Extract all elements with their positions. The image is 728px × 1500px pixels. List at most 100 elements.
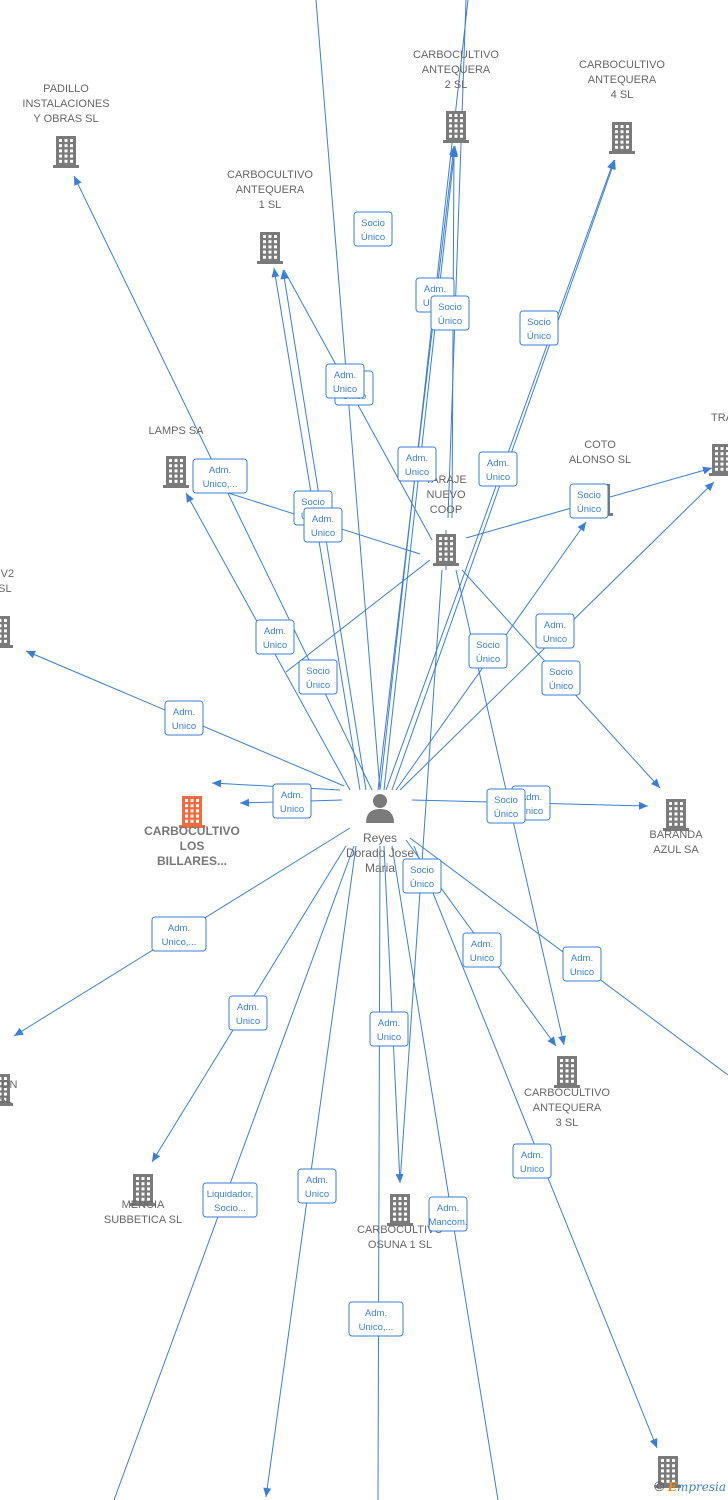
relation-edge — [113, 845, 355, 1500]
relation-label-text: Socio — [527, 317, 551, 328]
relation-label[interactable]: Adm.Unico — [272, 783, 312, 819]
relation-label[interactable]: Adm. Unico,... — [348, 1301, 404, 1337]
relation-label[interactable]: Liquidador,Socio... — [202, 1182, 258, 1218]
company-node[interactable]: CARBOCULTIVOLOSBILLARES... — [144, 796, 240, 868]
company-name-line: CARBOCULTIVO — [144, 824, 240, 838]
person-name-line: Reyes — [363, 831, 397, 845]
company-node[interactable] — [655, 1456, 681, 1488]
person-name-line: Dorado Jose — [346, 846, 414, 860]
nodes: PADILLO INSTALACIONES Y OBRAS SL CARBOCULTI… — [0, 49, 728, 1488]
company-name-line: LOS — [180, 839, 205, 853]
company-node[interactable]: SPV2A SL — [0, 568, 14, 648]
company-name-line: AZUL SA — [653, 844, 699, 856]
company-name-line: COOP — [430, 504, 462, 516]
relation-label-text: Adm. — [365, 1308, 387, 1319]
company-name-line: INSTALACIONES — [22, 98, 109, 110]
relation-label-text: Único — [438, 316, 462, 327]
relation-label-text: Único — [577, 504, 601, 515]
arrowhead-icon — [649, 1438, 658, 1448]
relation-label-text: Adm. — [237, 1002, 259, 1013]
relation-label[interactable]: Adm.Unico — [325, 363, 365, 399]
footer-brand[interactable]: © Empresia — [654, 1478, 726, 1494]
relation-label-text: Único — [306, 680, 330, 691]
relation-label[interactable]: Adm. Mancom. — [428, 1196, 468, 1232]
company-name-line: ALONSO SL — [569, 454, 631, 466]
company-node[interactable]: BARANDA AZUL SA — [649, 799, 703, 856]
company-name-line: PADILLO — [43, 83, 89, 95]
arrowhead-icon — [280, 270, 289, 280]
arrowhead-icon — [638, 801, 648, 810]
building-icon — [655, 1456, 681, 1488]
person-name-line: Maria — [365, 861, 395, 875]
arrowhead-icon — [26, 650, 36, 659]
company-name-line: BARANDA — [649, 829, 703, 841]
company-node[interactable]: TRA — [709, 412, 728, 476]
relation-label-text: Unico,... — [359, 1322, 394, 1333]
relation-label-text: Unico — [305, 1189, 329, 1200]
building-icon — [554, 1056, 580, 1088]
arrowhead-icon — [449, 148, 458, 158]
relation-label[interactable]: Adm.Unico — [228, 995, 268, 1031]
relation-label[interactable]: Adm.Unico — [303, 507, 343, 543]
arrowhead-icon — [577, 522, 586, 532]
relation-label-text: Único — [527, 331, 551, 342]
relation-label-text: Adm. — [521, 1150, 543, 1161]
relation-label-text: Unico — [263, 640, 287, 651]
arrowhead-icon — [186, 493, 194, 503]
arrowhead-icon — [547, 1036, 556, 1046]
relation-label-text: Unico — [311, 528, 335, 539]
relation-label-text: Socio — [549, 667, 573, 678]
relation-label-text: Adm. — [281, 790, 303, 801]
company-name-line: SPV2 — [0, 568, 14, 580]
relation-label[interactable]: Adm.Unico — [297, 1168, 337, 1204]
relation-label[interactable]: Adm.Unico — [462, 932, 502, 968]
arrowhead-icon — [152, 1152, 161, 1162]
relation-labels: SocioÚnicoAdm.UnicoSocioÚnicoSocioÚnicoA… — [151, 211, 609, 1337]
relation-label[interactable]: Adm.Unico — [255, 619, 295, 655]
relation-label[interactable]: Adm.Unico — [562, 946, 602, 982]
company-node[interactable]: PADILLO INSTALACIONES Y OBRAS SL — [22, 83, 110, 168]
relation-label-text: Adm. — [424, 284, 446, 295]
relation-label-text: Socio — [301, 497, 325, 508]
company-name-line: ANTEQUERA — [533, 1102, 602, 1114]
company-node[interactable]: ACIONA SL — [0, 1074, 17, 1106]
company-name-line: Y OBRAS SL — [33, 113, 98, 125]
relation-label-text: Adm. — [437, 1203, 459, 1214]
relation-label[interactable]: Adm.Unico,... — [192, 458, 248, 494]
building-icon — [663, 799, 689, 831]
company-node[interactable]: LAMPS SA — [148, 425, 204, 488]
building-icon — [433, 534, 459, 566]
relation-label[interactable]: Adm.Unico — [512, 1143, 552, 1179]
relation-label[interactable]: Adm.Unico — [164, 700, 204, 736]
relation-label[interactable]: Adm.Unico — [369, 1011, 409, 1047]
company-name-line: BILLARES... — [157, 854, 227, 868]
arrowhead-icon — [74, 176, 82, 186]
relation-label-text: Mancom. — [428, 1217, 467, 1228]
relation-label-text: Unico — [486, 472, 510, 483]
relation-label[interactable]: Adm.Unico — [478, 451, 518, 487]
relation-label[interactable]: Adm.Unico — [535, 613, 575, 649]
company-name-line: ANTEQUERA — [236, 184, 305, 196]
relation-label[interactable]: Adm.Unico — [397, 446, 437, 482]
company-name-line: SUBBETICA SL — [104, 1214, 182, 1226]
relation-label-text: Unico — [543, 634, 567, 645]
relation-label[interactable]: Adm.Unico,... — [151, 916, 207, 952]
arrowhead-icon — [704, 482, 714, 492]
